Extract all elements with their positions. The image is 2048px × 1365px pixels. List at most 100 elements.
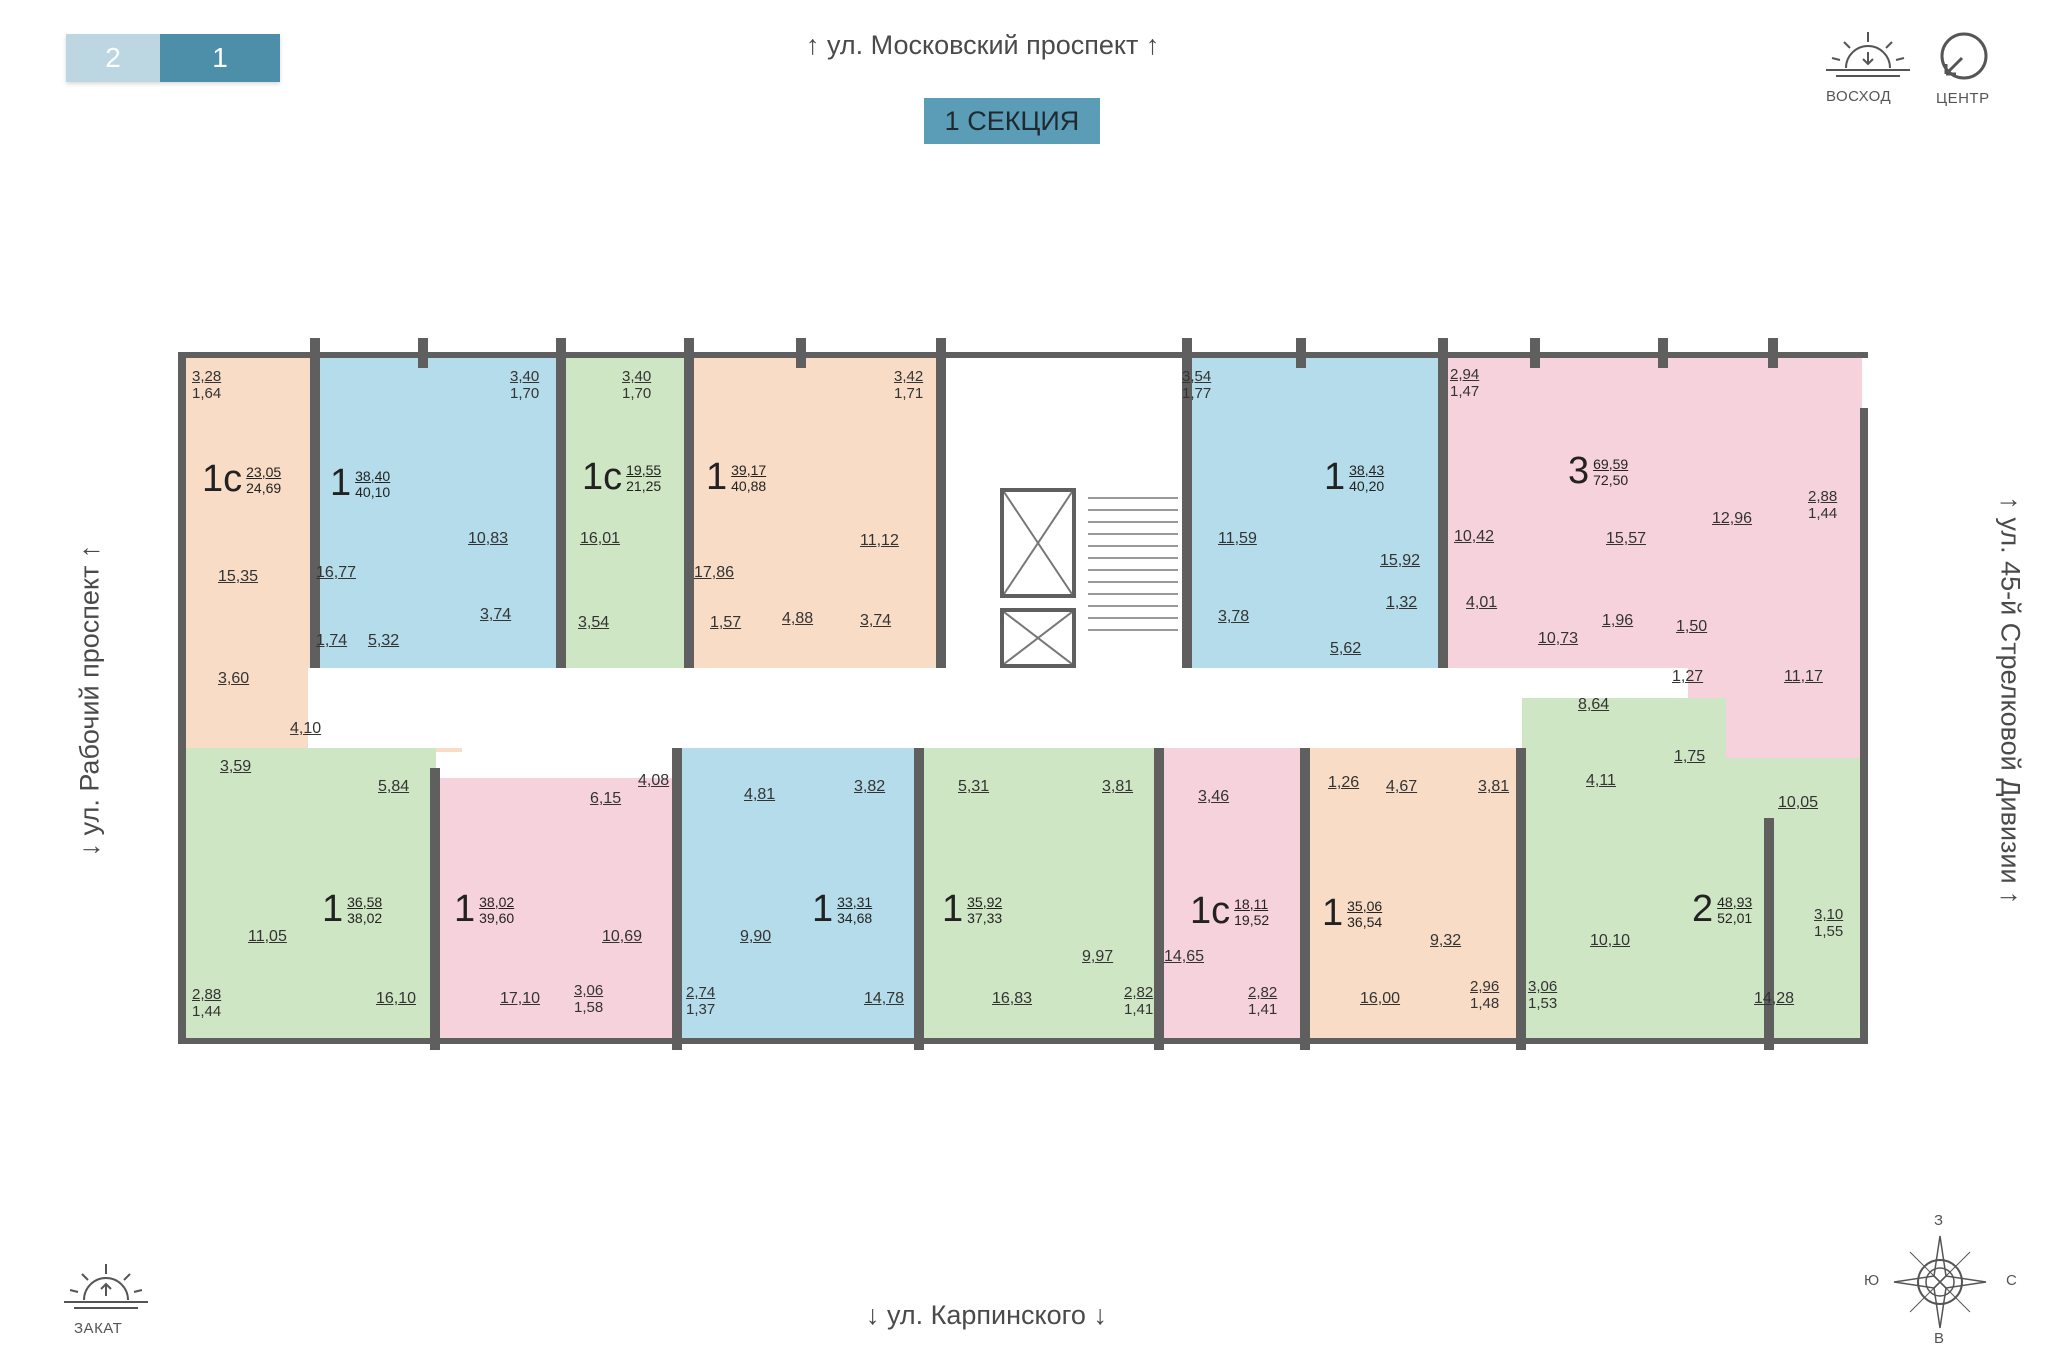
room-area: 11,17 xyxy=(1784,668,1823,685)
room-area: 4,81 xyxy=(744,786,776,803)
room-area: 4,67 xyxy=(1386,778,1418,795)
apartment-10[interactable] xyxy=(920,748,1160,1040)
room-area: 1,74 xyxy=(316,632,348,649)
room-area: 14,28 xyxy=(1754,990,1795,1007)
total-area: 34,68 xyxy=(837,909,873,926)
total-area: 21,25 xyxy=(626,477,662,494)
total-area: 19,52 xyxy=(1234,911,1270,928)
room-count: 1 xyxy=(454,888,476,930)
room-count: 1 xyxy=(1324,456,1346,498)
room-area: 3,60 xyxy=(218,670,250,687)
apartment-12[interactable] xyxy=(1306,748,1522,1040)
compass-south: В xyxy=(1934,1330,1945,1347)
room-area: 10,73 xyxy=(1538,630,1579,647)
room-area: 4,08 xyxy=(638,772,670,789)
apartment-1[interactable] xyxy=(186,358,316,752)
living-area: 19,55 xyxy=(626,461,662,478)
room-area: 9,90 xyxy=(740,928,772,945)
room-area: 3,54 xyxy=(578,614,610,631)
room-area: 3,82 xyxy=(854,778,886,795)
room-area: 17,86 xyxy=(694,564,735,581)
apartment-2[interactable] xyxy=(316,358,562,698)
living-area: 18,11 xyxy=(1234,895,1269,912)
room-count: 1 xyxy=(706,456,728,498)
room-count: 1с xyxy=(202,458,243,500)
wall xyxy=(672,748,682,1050)
living-area: 38,40 xyxy=(355,467,391,484)
living-area: 48,93 xyxy=(1717,893,1753,910)
wall xyxy=(936,338,946,668)
section-tab-1[interactable]: 1 xyxy=(160,34,280,82)
wall xyxy=(556,338,566,668)
apartment-4[interactable] xyxy=(690,358,942,698)
wall xyxy=(418,338,428,368)
section-tab-2[interactable]: 2 xyxy=(66,34,160,82)
living-area: 39,17 xyxy=(731,461,767,478)
apartment-6-hall[interactable] xyxy=(1726,698,1862,758)
outer-wall-left xyxy=(178,352,186,1044)
elevator-icon xyxy=(1000,608,1076,668)
wall xyxy=(1530,338,1540,368)
room-area: 10,69 xyxy=(602,928,643,945)
street-left: ↓ ул. Рабочий проспект ↑ xyxy=(74,544,105,857)
wall xyxy=(1658,338,1668,368)
room-count: 2 xyxy=(1692,888,1714,930)
apartment-5[interactable] xyxy=(1188,358,1444,698)
room-area: 3,74 xyxy=(860,612,892,629)
wall xyxy=(430,768,440,1050)
room-count: 1с xyxy=(1190,890,1231,932)
apartment-8[interactable] xyxy=(436,778,678,1040)
living-area: 35,06 xyxy=(1347,897,1383,914)
section-title: 1 СЕКЦИЯ xyxy=(924,98,1100,144)
room-area: 17,10 xyxy=(500,990,541,1007)
room-area: 1,27 xyxy=(1672,668,1704,685)
apartment-7[interactable] xyxy=(186,748,436,1040)
total-area: 37,33 xyxy=(967,909,1003,926)
total-area: 40,88 xyxy=(731,477,767,494)
room-area: 4,11 xyxy=(1586,772,1616,789)
apartment-9[interactable] xyxy=(678,748,920,1040)
room-area: 15,92 xyxy=(1380,552,1421,569)
room-area: 15,35 xyxy=(218,568,259,585)
outer-wall-right xyxy=(1860,408,1868,1044)
room-area: 16,77 xyxy=(316,564,357,581)
apartment-6[interactable] xyxy=(1444,358,1862,698)
living-area: 36,58 xyxy=(347,893,383,910)
wall xyxy=(914,748,924,1050)
wall xyxy=(1300,748,1310,1050)
room-area: 11,12 xyxy=(860,532,899,549)
apartment-11[interactable] xyxy=(1160,748,1306,1040)
room-count: 3 xyxy=(1568,450,1590,492)
center-icon xyxy=(1932,26,1996,88)
total-area: 24,69 xyxy=(246,479,282,496)
room-area: 1,75 xyxy=(1674,748,1706,765)
total-area: 38,02 xyxy=(347,909,383,926)
elevator-icon xyxy=(1000,488,1076,598)
apartment-3[interactable] xyxy=(562,358,690,698)
street-right: ↑ ул. 45-й Стрелковой Дивизии ↑ xyxy=(1995,496,2026,905)
wall xyxy=(1764,818,1774,1050)
street-top: ↑ ул. Московский проспект ↑ xyxy=(806,30,1160,60)
total-area: 40,10 xyxy=(355,483,391,500)
center-caption: ЦЕНТР xyxy=(1936,90,1990,107)
compass-west: Ю xyxy=(1864,1272,1880,1289)
room-area: 10,83 xyxy=(468,530,509,547)
